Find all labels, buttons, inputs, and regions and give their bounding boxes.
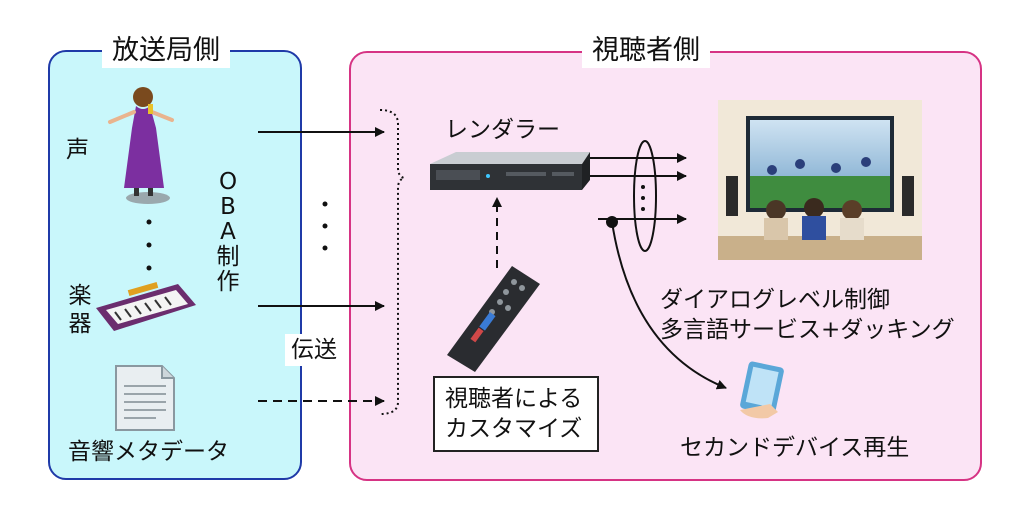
viewer-title: 視聴者側 xyxy=(582,34,710,68)
ellipsis-dots-left xyxy=(146,219,152,271)
remote-icon xyxy=(447,266,540,372)
customize-box: 視聴者による カスタマイズ xyxy=(433,376,599,452)
second-device-label: セカンドデバイス再生 xyxy=(680,435,910,461)
second-device-arrow xyxy=(611,221,727,390)
instrument-label: 楽 器 xyxy=(68,283,92,337)
voice-label: 声 xyxy=(66,137,89,163)
output-arrows xyxy=(590,153,687,224)
input-bracket xyxy=(379,109,408,415)
customize-line-1: 視聴者による xyxy=(445,386,583,412)
receiver-icon xyxy=(430,152,590,190)
feature-dialog-level: ダイアログレベル制御 xyxy=(660,287,890,313)
customize-line-2: カスタマイズ xyxy=(445,416,583,442)
broadcaster-title: 放送局側 xyxy=(102,34,230,68)
transmission-label: 伝送 xyxy=(285,334,343,366)
ellipsis-dots-output xyxy=(641,185,645,211)
tablet-icon xyxy=(740,361,784,419)
oba-production-label: O B A 制 作 xyxy=(216,169,240,295)
renderer-label: レンダラー xyxy=(445,117,560,143)
tv-icon xyxy=(718,100,922,260)
ellipsis-dots-middle xyxy=(322,201,328,251)
document-icon xyxy=(115,365,175,431)
output-group-ellipse xyxy=(633,140,657,252)
feature-multilingual: 多言語サービス+ダッキング xyxy=(660,317,955,343)
metadata-label: 音響メタデータ xyxy=(68,439,229,465)
singer-icon xyxy=(108,87,174,204)
keyboard-icon xyxy=(96,281,196,331)
